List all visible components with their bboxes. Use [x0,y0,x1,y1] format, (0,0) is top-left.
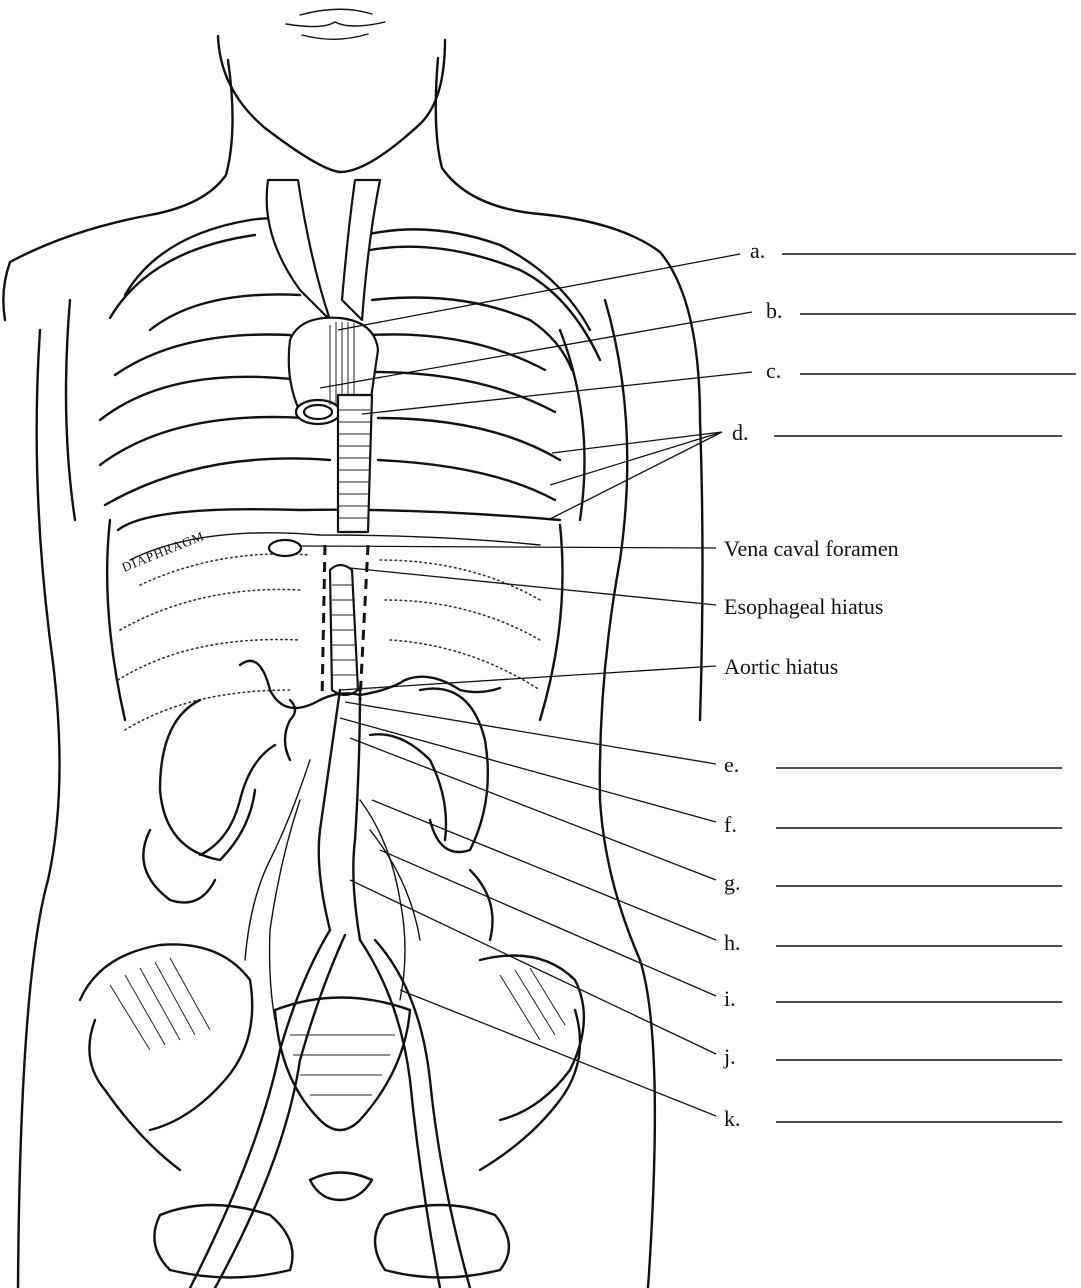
label-g: g. [724,870,741,895]
label-esophageal-hiatus: Esophageal hiatus [724,594,883,619]
label-i: i. [724,986,736,1011]
label-f: f. [724,812,737,837]
pelvis [80,944,584,1277]
label-j: j. [723,1044,736,1069]
ivc-dashed-right [360,545,368,700]
abdominal-aorta [190,661,500,1288]
diaphragm-label: DIAPHRAGM [120,528,207,575]
label-vena-caval-foramen: Vena caval foramen [724,536,899,561]
label-k: k. [724,1106,741,1131]
vena-cava-foramen [269,540,301,556]
label-aortic-hiatus: Aortic hiatus [724,654,838,679]
label-a: a. [750,238,765,263]
label-h: h. [724,930,741,955]
thoracic-aorta [338,395,372,532]
label-c: c. [766,358,781,383]
esophagus [330,565,358,695]
abdominal-organs [143,689,492,940]
label-b: b. [766,298,783,323]
ivc-dashed-left [322,545,325,700]
label-d: d. [732,420,749,445]
label-e: e. [724,752,739,777]
answer-blanks [774,254,1076,1122]
